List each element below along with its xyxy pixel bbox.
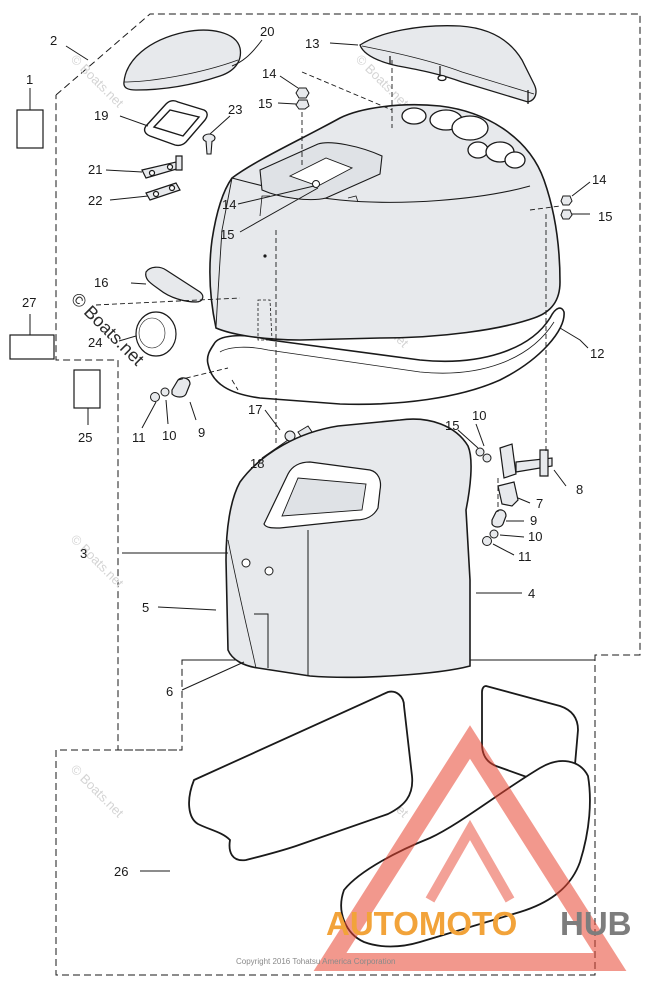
callout: 19 [94,108,108,123]
part-26-decals [188,685,591,948]
callout: 18 [250,456,264,471]
part-15-washer [560,209,573,220]
automotohub-logo: AUTOMOTO HUB [313,725,632,971]
callout: 11 [518,549,532,564]
callout: 20 [260,24,274,39]
part-19-handle-gasket [143,99,208,147]
part-23-screw [202,133,216,155]
callout: 9 [530,513,537,528]
callout: 14 [262,66,276,81]
part-11-nut [482,536,492,546]
callout: 10 [472,408,486,423]
part-15-washer [295,99,310,110]
part-1-label-plate [16,109,44,149]
callout: 27 [22,295,36,310]
leader-lines [29,39,591,872]
part-16-bracket [145,266,204,303]
callout: 12 [590,346,604,361]
parts-labels-boxes [9,109,101,409]
watermark: © Boats.net [68,52,127,111]
callout: 15 [258,96,272,111]
part-12-seal-inner [219,321,555,374]
decal-set-outline [55,659,596,976]
callout: 2 [50,33,57,48]
callout: 23 [228,102,242,117]
part-20-handle-cover [123,29,242,91]
part-10-washer [160,387,170,397]
callout: 11 [132,430,146,445]
part-11-nut [150,392,160,402]
logo-text-hub: HUB [560,905,632,942]
logo-text-automoto: AUTOMOTO [326,905,517,942]
callout: 26 [114,864,128,879]
callout: 3 [80,546,87,561]
cowl-outlet-ports [401,107,526,169]
watermark: © Boats.net [68,762,127,821]
callout-numbers: 1 2 20 13 14 15 19 23 21 22 14 15 14 15 … [22,24,612,879]
part-22-hinge [145,182,181,201]
part-10-washer [489,529,499,539]
part-24-plug [135,311,177,357]
part-8-bracket [499,443,553,479]
copyright-notice: Copyright 2016 Tohatsu America Corporati… [236,957,396,966]
callout: 10 [528,529,542,544]
part-25-label-plate [73,369,101,409]
callout: 8 [576,482,583,497]
decal-left [188,690,414,862]
part-20-handle-cover-edge [123,59,239,83]
part-7-latch [497,481,519,507]
callout: 13 [305,36,319,51]
part-13-top-vent-cover [359,25,537,104]
callout: 10 [162,428,176,443]
part-21-hinge [141,155,183,179]
part-24-plug-inner [138,317,166,349]
callout: 22 [88,193,102,208]
decal-right-bottom [340,760,591,948]
callout: 24 [88,335,102,350]
callout: 9 [198,425,205,440]
callout: 15 [445,418,459,433]
callout: 6 [166,684,173,699]
callout: 14 [592,172,606,187]
part-12-seal [206,307,565,406]
callout: 15 [220,227,234,242]
part-14-nut [295,87,310,99]
bottom-cowl [225,418,472,679]
callout: 15 [598,209,612,224]
part-15-washer [475,447,485,457]
callout: 4 [528,586,535,601]
hardware-nuts-washers [150,87,573,546]
top-cowl [209,103,561,341]
callout: 17 [248,402,262,417]
callout: 5 [142,600,149,615]
part-27-label-plate [9,334,55,360]
part-14-nut [560,195,573,206]
dashed-guide-lines [95,60,561,512]
part-9-bushings [171,377,507,528]
callout: 14 [222,197,236,212]
callout: 7 [536,496,543,511]
part-10-washer [482,453,492,463]
callout: 25 [78,430,92,445]
callout: 16 [94,275,108,290]
callout: 1 [26,72,33,87]
callout: 21 [88,162,102,177]
